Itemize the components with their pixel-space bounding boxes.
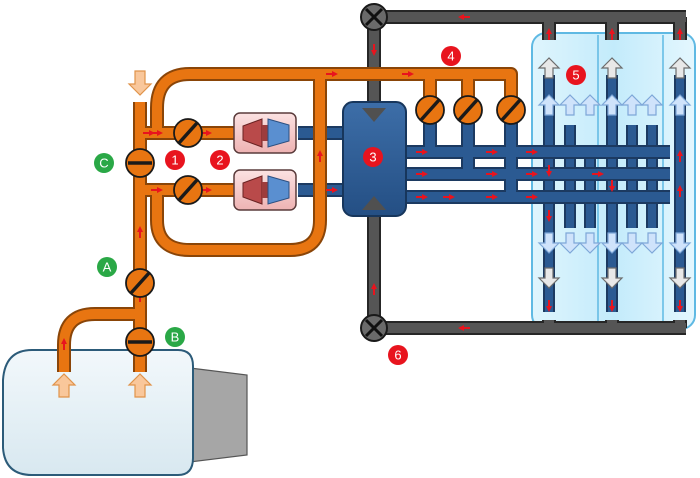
valve-icon xyxy=(453,95,483,125)
marker-2-label: 2 xyxy=(216,153,223,168)
cabin-supply-arrow-icon xyxy=(640,94,664,116)
valves xyxy=(125,95,526,357)
marker-6-label: 6 xyxy=(394,348,401,363)
cabin-supply-arrow-icon xyxy=(668,94,692,116)
cabin-supply-arrow-icon xyxy=(578,232,602,254)
marker-1: 1 xyxy=(165,150,185,170)
cabin-supply-arrow-icon xyxy=(600,232,624,254)
valve-icon xyxy=(125,327,155,357)
valve-icon xyxy=(125,148,155,178)
marker-c-label: C xyxy=(99,156,108,171)
cabin-supply-arrow-icon xyxy=(558,94,582,116)
cabin-exhaust-arrows xyxy=(537,57,692,289)
marker-4: 4 xyxy=(441,46,461,66)
outside-air-inlet-arrow-icon xyxy=(127,373,153,398)
cabin-exhaust-arrow-icon xyxy=(668,267,692,289)
outside-air-inlet-arrow-icon xyxy=(127,70,153,96)
air-cycle-machine-icon xyxy=(242,175,290,205)
cabin-supply-arrow-icon xyxy=(668,232,692,254)
outside-air-inlets xyxy=(51,70,153,398)
cabin-exhaust-arrow-icon xyxy=(600,267,624,289)
outflow-valve-icon xyxy=(360,3,388,31)
cabin-exhaust-arrow-icon xyxy=(668,57,692,79)
cabin-supply-arrows xyxy=(537,94,692,254)
marker-b: B xyxy=(165,327,185,347)
valve-icon xyxy=(125,268,155,298)
marker-2: 2 xyxy=(210,150,230,170)
marker-b-label: B xyxy=(171,330,180,345)
marker-5: 5 xyxy=(566,65,586,85)
marker-3-label: 3 xyxy=(369,150,376,165)
cabin-supply-arrow-icon xyxy=(558,232,582,254)
cabin-supply-arrow-icon xyxy=(620,94,644,116)
outside-air-inlet-arrow-icon xyxy=(51,373,77,398)
cabin-supply-arrow-icon xyxy=(600,94,624,116)
marker-3: 3 xyxy=(363,147,383,167)
marker-5-label: 5 xyxy=(572,68,579,83)
valve-icon xyxy=(173,175,203,205)
valve-icon xyxy=(415,95,445,125)
air-cycle-machine-bottom xyxy=(233,169,297,211)
cabin-supply-arrow-icon xyxy=(578,94,602,116)
marker-a: A xyxy=(97,257,117,277)
cabin-supply-arrow-icon xyxy=(537,94,561,116)
air-cycle-machine-top xyxy=(233,112,297,154)
outflow-valve-icon xyxy=(360,314,388,342)
cabin-exhaust-arrow-icon xyxy=(537,267,561,289)
cabin-supply-arrow-icon xyxy=(620,232,644,254)
marker-c: C xyxy=(94,153,114,173)
cabin-exhaust-arrow-icon xyxy=(537,57,561,79)
marker-4-label: 4 xyxy=(447,49,454,64)
cabin-supply-arrow-icon xyxy=(640,232,664,254)
valve-icon xyxy=(496,95,526,125)
marker-1-label: 1 xyxy=(171,153,178,168)
engine-nacelle xyxy=(2,349,248,476)
outflow-valve-bottom xyxy=(360,314,388,342)
marker-a-label: A xyxy=(103,260,112,275)
cabin-supply-arrow-icon xyxy=(537,232,561,254)
outflow-valve-top xyxy=(360,3,388,31)
cabin-exhaust-arrow-icon xyxy=(600,57,624,79)
exhaust-ducts xyxy=(367,10,687,335)
marker-6: 6 xyxy=(388,345,408,365)
valve-icon xyxy=(173,118,203,148)
air-cycle-machine-icon xyxy=(242,118,290,148)
